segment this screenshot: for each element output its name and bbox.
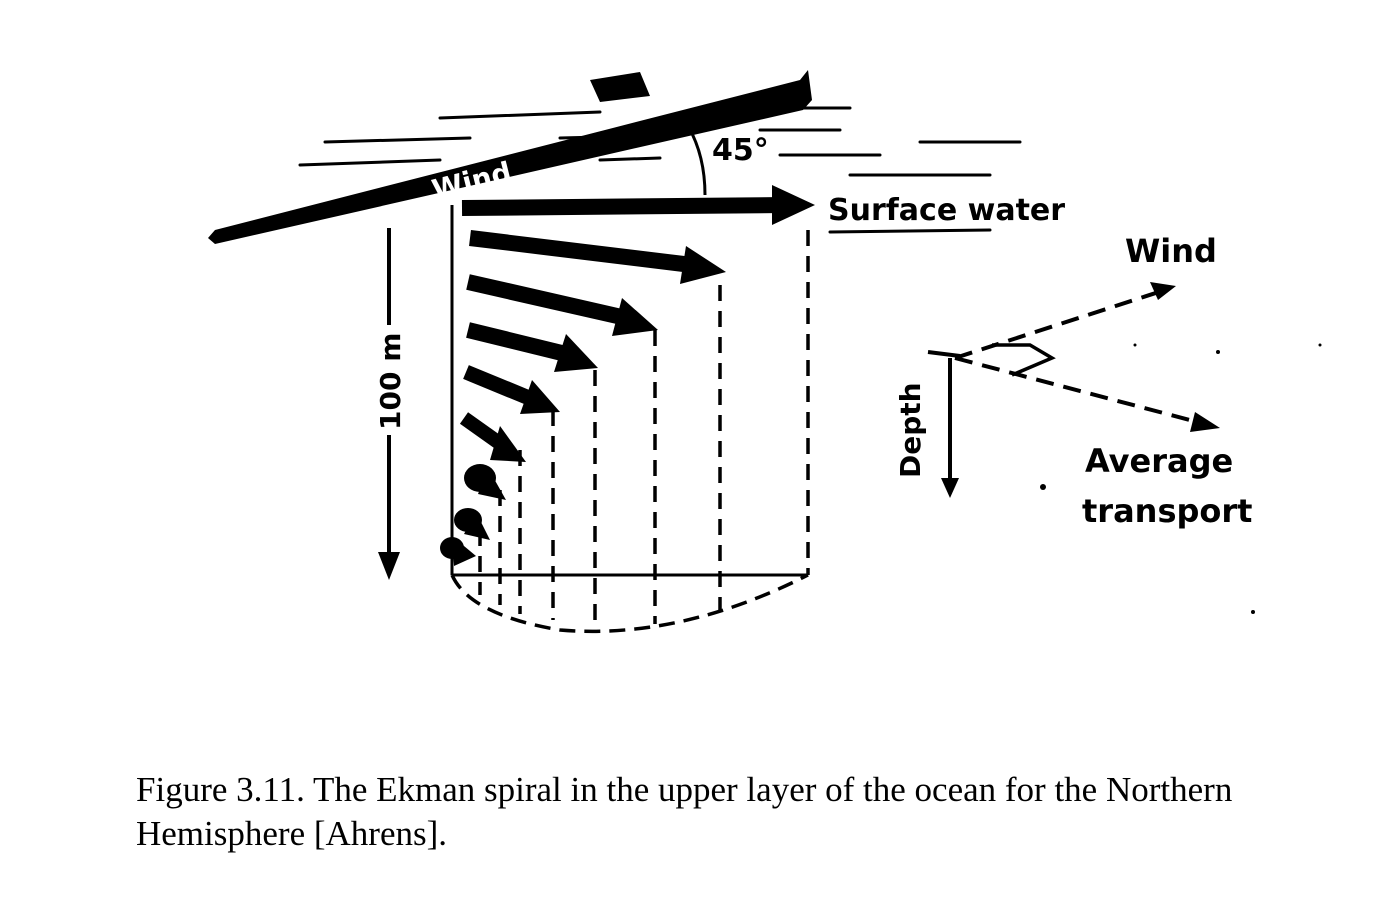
current-arrow-8 [454, 508, 490, 540]
inset-wind-label: Wind [1125, 232, 1217, 270]
inset-transport-label-2: transport [1082, 492, 1252, 530]
current-arrow-2 [469, 230, 726, 284]
depth-scale-label: 100 m [374, 333, 407, 430]
surface-current-arrow [461, 185, 815, 225]
current-arrow-9 [440, 536, 476, 566]
current-arrow-4 [466, 322, 598, 372]
inset-transport-vector [954, 356, 1206, 426]
scan-specks [1040, 343, 1322, 614]
ekman-spiral-diagram: Wind 45° [208, 70, 1322, 634]
surface-water-label: Surface water [828, 193, 1065, 228]
wind-arrow-label: Wind [429, 155, 515, 206]
caption-line-1: Figure 3.11. The Ekman spiral in the upp… [136, 770, 1233, 809]
caption-line-2: Hemisphere [Ahrens]. [136, 814, 448, 853]
angle-label: 45° [712, 133, 769, 168]
inset-wind-vector [954, 288, 1166, 360]
inset-vector-diagram: Wind Depth Average transport [894, 232, 1252, 530]
water-column-cylinder [450, 205, 810, 634]
inset-depth-label: Depth [894, 382, 927, 478]
current-arrow-3 [466, 274, 658, 336]
current-arrow-5 [463, 365, 560, 414]
spiral-arrows [440, 185, 815, 566]
figure-caption: Figure 3.11. The Ekman spiral in the upp… [136, 768, 1296, 856]
inset-right-angle [992, 343, 1056, 377]
inset-transport-label-1: Average [1085, 442, 1233, 480]
angle-arc [681, 117, 707, 196]
current-arrow-6 [459, 412, 526, 462]
current-arrow-7 [464, 464, 506, 500]
depth-scale: 100 m [374, 228, 407, 580]
